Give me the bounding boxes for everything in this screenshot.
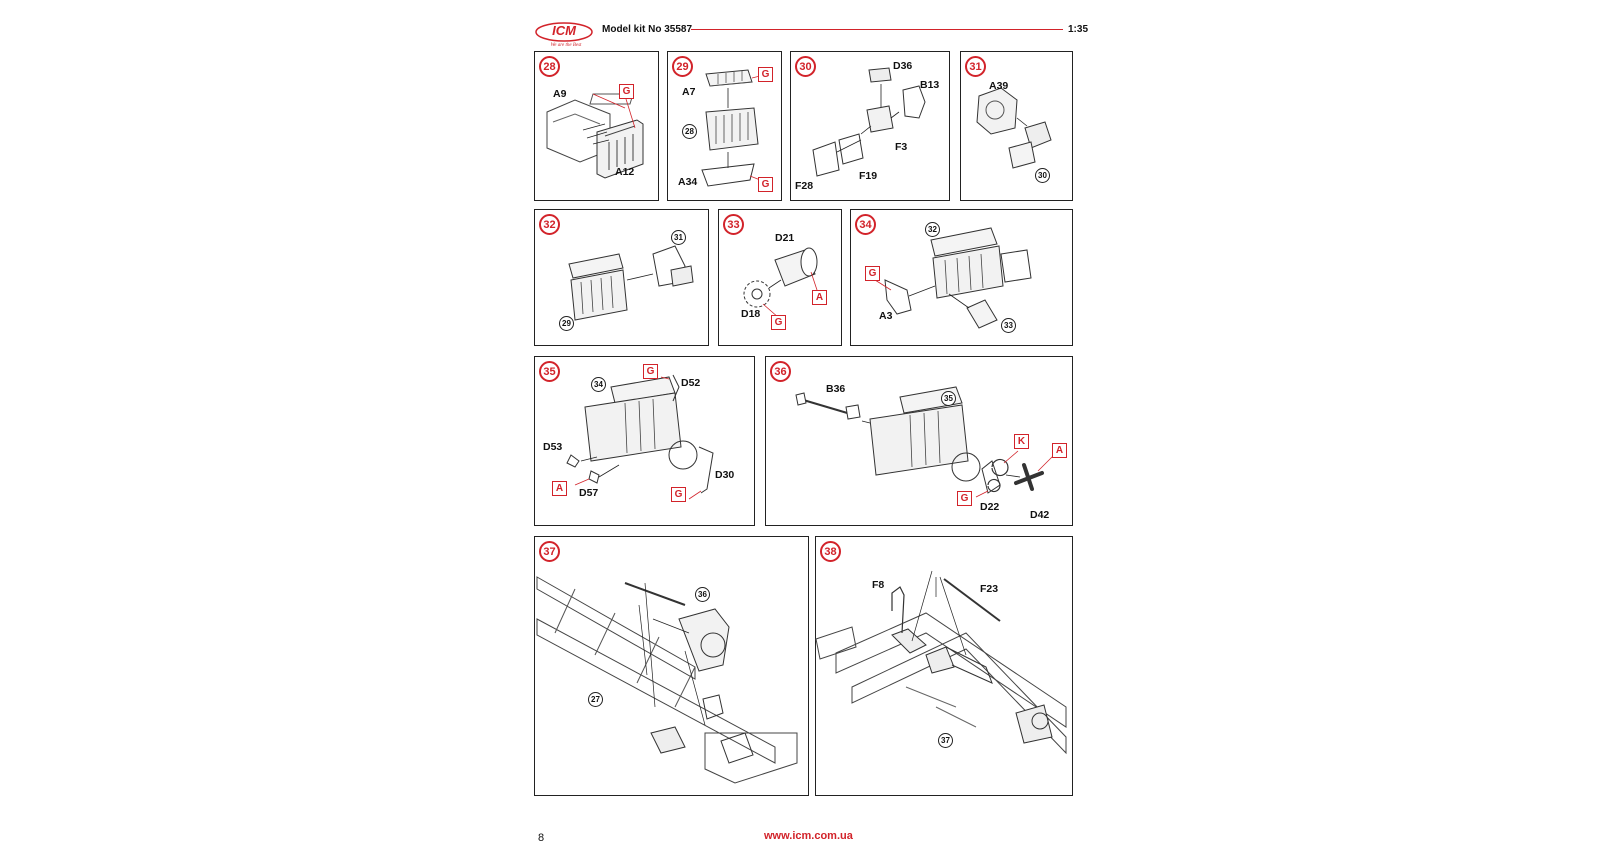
step-number-badge: 36 bbox=[770, 361, 791, 382]
header-rule bbox=[691, 29, 1063, 30]
step-33-illustration bbox=[719, 210, 843, 347]
color-code-badge: A bbox=[812, 290, 827, 305]
color-code-badge: G bbox=[771, 315, 786, 330]
part-label: D42 bbox=[1030, 509, 1050, 521]
step-reference: 28 bbox=[682, 124, 697, 139]
part-label: F3 bbox=[895, 141, 908, 153]
part-label: F28 bbox=[795, 180, 814, 192]
step-number-badge: 28 bbox=[539, 56, 560, 77]
part-label: F23 bbox=[980, 583, 999, 595]
part-label: A9 bbox=[553, 88, 567, 100]
step-number-badge: 34 bbox=[855, 214, 876, 235]
instruction-page: ICM We are the Best Model kit No 35587 1… bbox=[534, 14, 1098, 850]
page-number: 8 bbox=[538, 832, 545, 844]
color-code-badge: G bbox=[619, 84, 634, 99]
part-label: A34 bbox=[678, 176, 698, 188]
step-number-badge: 35 bbox=[539, 361, 560, 382]
step-35-panel: 35 D52 D53 D57 D30 G A G 34 bbox=[534, 356, 755, 526]
step-reference: 37 bbox=[938, 733, 953, 748]
svg-text:ICM: ICM bbox=[552, 23, 577, 38]
step-reference: 33 bbox=[1001, 318, 1016, 333]
color-code-badge: G bbox=[758, 67, 773, 82]
part-label: A3 bbox=[879, 310, 893, 322]
step-number-badge: 29 bbox=[672, 56, 693, 77]
step-38-illustration bbox=[816, 537, 1074, 797]
step-number-badge: 33 bbox=[723, 214, 744, 235]
step-number-badge: 30 bbox=[795, 56, 816, 77]
step-number-badge: 37 bbox=[539, 541, 560, 562]
step-30-panel: 30 D36 B13 F3 F28 F19 bbox=[790, 51, 950, 201]
step-reference: 31 bbox=[671, 230, 686, 245]
step-32-panel: 32 31 29 bbox=[534, 209, 709, 346]
step-37-illustration bbox=[535, 537, 810, 797]
step-number-badge: 31 bbox=[965, 56, 986, 77]
part-label: A7 bbox=[682, 86, 696, 98]
icm-logo: ICM We are the Best bbox=[534, 18, 596, 48]
website-link[interactable]: www.icm.com.ua bbox=[764, 830, 853, 842]
step-36-panel: 36 B36 D22 D42 K A G 35 bbox=[765, 356, 1073, 526]
step-38-panel: 38 F8 F23 37 bbox=[815, 536, 1073, 796]
part-label: D30 bbox=[715, 469, 735, 481]
page-header: ICM We are the Best Model kit No 35587 1… bbox=[534, 14, 1098, 54]
step-33-panel: 33 D21 D18 A G bbox=[718, 209, 842, 346]
part-label: A12 bbox=[615, 166, 635, 178]
step-28-illustration bbox=[535, 52, 660, 202]
svg-text:We are the Best: We are the Best bbox=[551, 43, 582, 48]
color-code-badge: G bbox=[758, 177, 773, 192]
color-code-badge: G bbox=[865, 266, 880, 281]
step-number-badge: 32 bbox=[539, 214, 560, 235]
step-37-panel: 37 36 27 bbox=[534, 536, 809, 796]
part-label: D53 bbox=[543, 441, 563, 453]
step-reference: 32 bbox=[925, 222, 940, 237]
color-code-badge: G bbox=[957, 491, 972, 506]
kit-number: Model kit No 35587 bbox=[602, 24, 693, 35]
step-reference: 29 bbox=[559, 316, 574, 331]
part-label: D52 bbox=[681, 377, 701, 389]
scale-label: 1:35 bbox=[1068, 24, 1089, 35]
step-reference: 35 bbox=[941, 391, 956, 406]
part-label: B36 bbox=[826, 383, 846, 395]
step-34-panel: 34 A3 G 32 33 bbox=[850, 209, 1073, 346]
color-code-badge: A bbox=[1052, 443, 1067, 458]
step-number-badge: 38 bbox=[820, 541, 841, 562]
step-35-illustration bbox=[535, 357, 756, 527]
part-label: D22 bbox=[980, 501, 1000, 513]
part-label: F8 bbox=[872, 579, 885, 591]
color-code-badge: K bbox=[1014, 434, 1029, 449]
part-label: D21 bbox=[775, 232, 795, 244]
color-code-badge: G bbox=[671, 487, 686, 502]
step-30-illustration bbox=[791, 52, 951, 202]
part-label: A39 bbox=[989, 80, 1009, 92]
step-reference: 27 bbox=[588, 692, 603, 707]
step-31-illustration bbox=[961, 52, 1074, 202]
step-29-panel: 29 A7 A34 G G 28 bbox=[667, 51, 782, 201]
step-32-illustration bbox=[535, 210, 710, 347]
part-label: B13 bbox=[920, 79, 940, 91]
step-reference: 36 bbox=[695, 587, 710, 602]
part-label: F19 bbox=[859, 170, 878, 182]
step-reference: 34 bbox=[591, 377, 606, 392]
part-label: D36 bbox=[893, 60, 913, 72]
color-code-badge: A bbox=[552, 481, 567, 496]
step-31-panel: 31 A39 30 bbox=[960, 51, 1073, 201]
part-label: D18 bbox=[741, 308, 761, 320]
step-28-panel: 28 A9 A12 G bbox=[534, 51, 659, 201]
step-reference: 30 bbox=[1035, 168, 1050, 183]
step-34-illustration bbox=[851, 210, 1074, 347]
color-code-badge: G bbox=[643, 364, 658, 379]
part-label: D57 bbox=[579, 487, 599, 499]
